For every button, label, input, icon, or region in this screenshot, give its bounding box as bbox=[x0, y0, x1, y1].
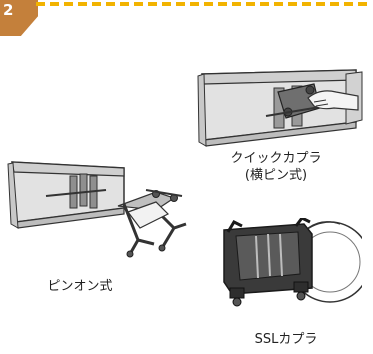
step-number: 2 bbox=[3, 1, 14, 19]
caption-pin-on-line1: ピンオン式 bbox=[47, 279, 113, 294]
caption-ssl-coupler: SSLカプラ bbox=[246, 331, 326, 348]
blade-pin-on-illustration bbox=[7, 161, 187, 258]
caption-ssl-coupler-line1: SSLカプラ bbox=[254, 332, 318, 347]
caption-pin-on: ピンオン式 bbox=[40, 278, 120, 295]
caption-quick-coupler: クイックカプラ (横ピン式) bbox=[222, 150, 330, 184]
caption-quick-coupler-line1: クイックカプラ bbox=[230, 151, 322, 166]
blade-quick-coupler-illustration bbox=[197, 69, 363, 147]
dashed-divider bbox=[36, 2, 372, 6]
caption-quick-coupler-line2: (横ピン式) bbox=[244, 168, 308, 183]
ssl-coupler-illustration bbox=[223, 218, 362, 307]
